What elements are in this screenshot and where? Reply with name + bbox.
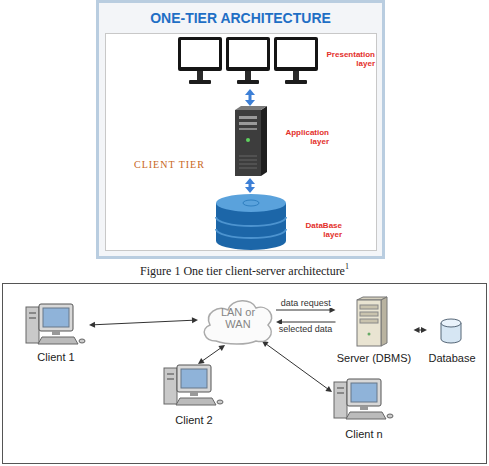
arrow-head	[192, 317, 198, 323]
connector-arrow	[198, 345, 225, 364]
panel-ground	[105, 33, 377, 251]
server-node: Server (DBMS)	[336, 296, 414, 368]
arrow-head	[198, 358, 205, 364]
layer-arrow	[245, 178, 255, 193]
client-node: Client 2	[162, 364, 227, 428]
footnote-marker: 1	[345, 262, 349, 271]
arrow-head	[245, 100, 255, 106]
computer-icon	[24, 303, 86, 347]
arrow-head	[245, 187, 255, 193]
caption-line: Figure 1 One tier client-server architec…	[0, 261, 489, 279]
client-label: Client n	[332, 428, 396, 440]
figure-caption: Figure 1 One tier client-server architec…	[140, 264, 345, 278]
figure-frame	[3, 284, 487, 464]
diagram-title: ONE-TIER ARCHITECTURE	[97, 10, 384, 26]
client-tier-panel: CLIENT TIER Presentation layerApplication…	[105, 33, 377, 251]
edge-label: data request	[280, 298, 332, 308]
connector-arrow	[262, 341, 332, 392]
connector-arrow	[414, 327, 428, 333]
connector-arrow	[89, 317, 198, 327]
server-label: Server (DBMS)	[336, 352, 413, 364]
database-node: DataBase layer	[214, 193, 343, 250]
database-icon	[440, 318, 462, 344]
server-icon	[355, 296, 389, 348]
computer-icon	[162, 364, 224, 408]
database-icon	[214, 193, 288, 250]
database-node: Database	[427, 316, 478, 368]
layer-arrow	[245, 89, 255, 106]
connector-line	[201, 347, 221, 361]
connector-line	[280, 322, 335, 323]
arrow-head	[218, 345, 225, 351]
server-icon	[231, 106, 271, 178]
network-cloud: LAN or WAN	[198, 295, 276, 345]
server-node: Application layer	[231, 106, 331, 178]
client-node: Client n	[332, 378, 397, 442]
arrow-head	[245, 89, 255, 95]
edge-label: selected data	[278, 324, 334, 334]
client-label: Client 1	[24, 351, 88, 363]
connector-line	[276, 310, 331, 311]
network-label: LAN or WAN	[212, 306, 264, 330]
database-label: Database	[427, 352, 477, 364]
monitor-icons	[177, 36, 319, 86]
layer-label: Presentation layer	[317, 50, 375, 68]
arrow-head	[414, 327, 420, 333]
figure-frame	[98, 2, 384, 258]
tier-label: CLIENT TIER	[134, 159, 205, 170]
arrow-head	[89, 322, 95, 328]
layer-label: DataBase layer	[290, 221, 342, 239]
arrow-head	[325, 386, 332, 392]
monitors-node: Presentation layer	[177, 36, 376, 89]
client-node: Client 1	[24, 303, 89, 365]
connector-line	[265, 343, 328, 389]
arrow-head	[421, 327, 427, 333]
layer-label: Application layer	[273, 128, 329, 146]
client-label: Client 2	[162, 414, 226, 426]
computer-icon	[332, 378, 394, 422]
arrow-head	[245, 178, 255, 184]
connector-line	[93, 320, 194, 325]
